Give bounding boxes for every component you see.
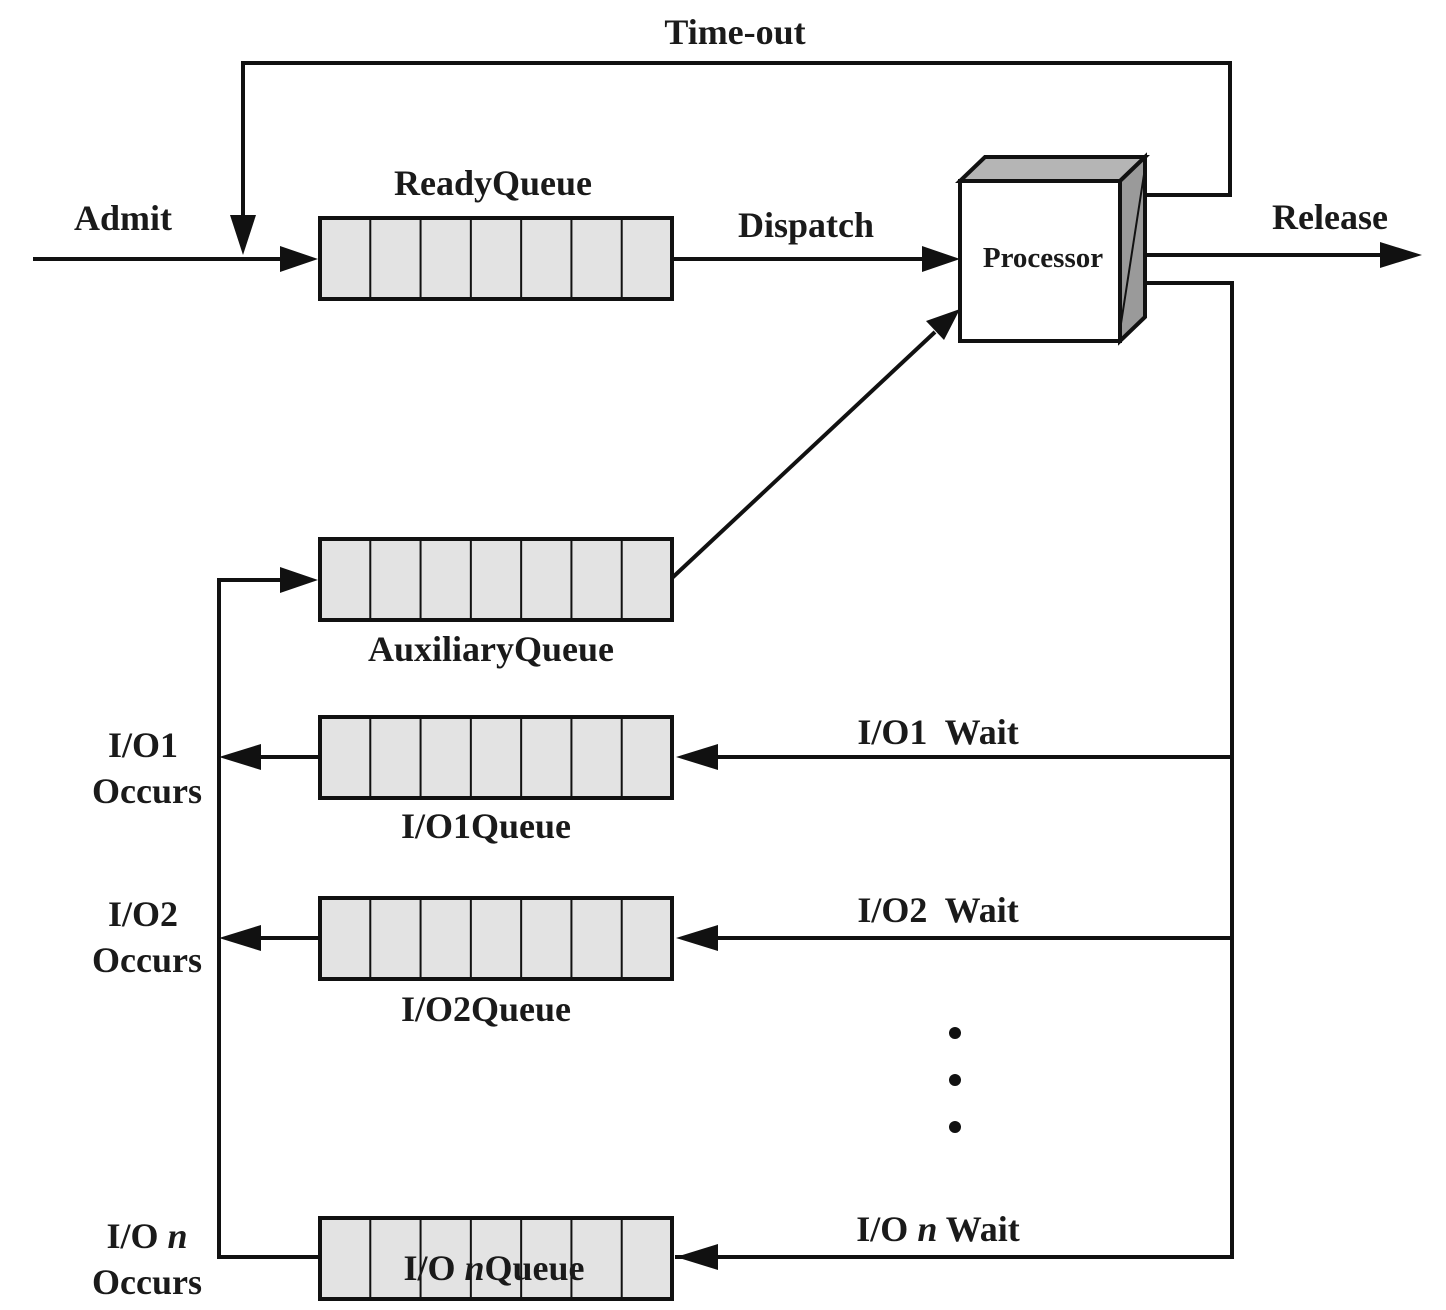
io2-occurs-label-line2: Occurs	[92, 940, 202, 980]
processor-side-stripe	[1119, 167, 1146, 331]
timeout-arrowhead	[230, 215, 256, 255]
io-wait-trunk	[675, 281, 1234, 1259]
ion-wait-label: I/O n Wait	[856, 1209, 1019, 1249]
ion-queue-label: I/O nQueue	[403, 1248, 584, 1288]
io1-occurs-label-line2: Occurs	[92, 771, 202, 811]
io2-wait-label: I/O2 Wait	[857, 890, 1018, 930]
processor-label: Processor	[983, 242, 1103, 274]
release-label: Release	[1272, 197, 1388, 237]
queue-body	[318, 896, 674, 981]
io1-wait-label: I/O1 Wait	[857, 712, 1018, 752]
processor-box: Processor	[955, 152, 1150, 346]
ellipsis-dot	[949, 1027, 961, 1039]
queue-body	[318, 216, 674, 301]
auxiliary-dispatch-arrowhead	[926, 309, 960, 340]
ion-wait-var: n	[917, 1209, 937, 1249]
admit-arrowhead	[280, 246, 318, 272]
queue-body	[318, 1216, 674, 1301]
processor-top-face	[955, 155, 1150, 183]
queue-body	[318, 537, 674, 622]
ion-wait-prefix: I/O	[856, 1209, 917, 1249]
ion-occurs-label-line2: Occurs	[92, 1262, 202, 1302]
io2-wait-arrowhead	[676, 925, 718, 951]
ellipsis-dot	[949, 1074, 961, 1086]
ion-wait-arrowhead	[676, 1244, 718, 1270]
io2-queue	[318, 896, 674, 981]
io1-occurs-label-line1: I/O1	[108, 725, 178, 765]
processor-front-face	[958, 179, 1122, 343]
io-occurs-trunk	[217, 578, 318, 1259]
ion-queue-var: n	[464, 1248, 484, 1288]
dispatch-arrowhead	[922, 246, 960, 272]
ion-queue-suffix: Queue	[485, 1248, 585, 1288]
io2-occurs-arrowhead	[219, 925, 261, 951]
ion-wait-suffix: Wait	[937, 1209, 1019, 1249]
ion-occurs-var: n	[167, 1216, 187, 1256]
ellipsis-dot	[949, 1121, 961, 1133]
io1-wait-arrowhead	[676, 744, 718, 770]
auxiliary-dispatch-line	[670, 330, 937, 580]
auxiliary-queue-label: AuxiliaryQueue	[368, 629, 614, 669]
io2-occurs-label-line1: I/O2	[108, 894, 178, 934]
ion-occurs-label-line1: I/O n	[106, 1216, 187, 1256]
ready-queue-label: ReadyQueue	[394, 163, 592, 203]
auxiliary-entry-arrowhead	[280, 567, 318, 593]
ion-occurs-prefix: I/O	[106, 1216, 167, 1256]
io2-queue-label: I/O2Queue	[401, 989, 571, 1029]
timeout-line	[241, 61, 1232, 218]
auxiliary-queue	[318, 537, 674, 622]
timeout-label: Time-out	[664, 12, 805, 52]
ready-queue	[318, 216, 674, 301]
io1-queue-label: I/O1Queue	[401, 806, 571, 846]
ion-queue-prefix: I/O	[403, 1248, 464, 1288]
release-arrowhead	[1380, 242, 1422, 268]
io1-occurs-arrowhead	[219, 744, 261, 770]
queue-body	[318, 715, 674, 800]
admit-label: Admit	[74, 198, 172, 238]
io1-queue	[318, 715, 674, 800]
dispatch-label: Dispatch	[738, 205, 874, 245]
ion-queue	[318, 1216, 674, 1301]
